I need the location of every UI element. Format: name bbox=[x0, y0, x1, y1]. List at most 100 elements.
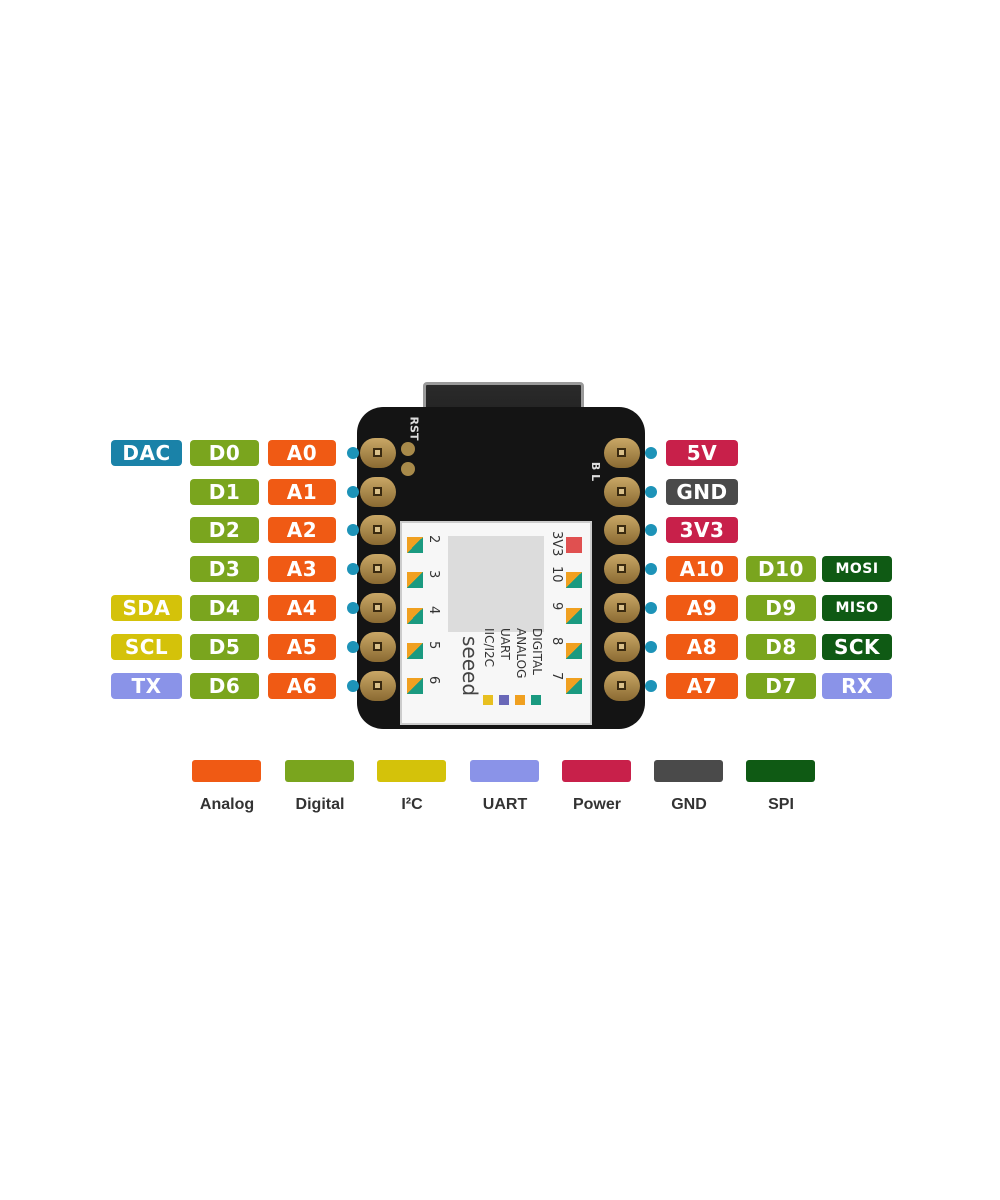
module-key-label: UART bbox=[498, 628, 512, 660]
module-pin-number: 8 bbox=[549, 637, 564, 646]
module-pin-square bbox=[407, 537, 423, 553]
legend-swatch-gnd bbox=[654, 760, 723, 782]
rst-label: RST bbox=[407, 416, 421, 441]
module-pin-number: 9 bbox=[549, 602, 564, 611]
pin-pad bbox=[360, 671, 396, 701]
module-pin-square bbox=[407, 643, 423, 659]
module-pin-number: 3 bbox=[426, 570, 441, 579]
pin-label-a1: A1 bbox=[268, 479, 336, 505]
pin-dot bbox=[347, 447, 359, 459]
pin-label-a10: A10 bbox=[666, 556, 738, 582]
legend-label-gnd: GND bbox=[671, 796, 707, 813]
pin-dot bbox=[645, 602, 657, 614]
pin-pad bbox=[604, 515, 640, 545]
pin-pad bbox=[604, 438, 640, 468]
module-pin-square bbox=[566, 608, 582, 624]
pin-label-d4: D4 bbox=[190, 595, 259, 621]
pin-label-scl: SCL bbox=[111, 634, 182, 660]
module-pin-number: 5 bbox=[426, 641, 441, 650]
pin-pad bbox=[360, 554, 396, 584]
pin-label-rx: RX bbox=[822, 673, 892, 699]
pin-label-dac: DAC bbox=[111, 440, 182, 466]
legend-label-i2c: I²C bbox=[401, 796, 423, 813]
pin-label-a4: A4 bbox=[268, 595, 336, 621]
pin-pad bbox=[360, 515, 396, 545]
pin-dot bbox=[347, 486, 359, 498]
pin-label-d7: D7 bbox=[746, 673, 816, 699]
pin-pad bbox=[604, 477, 640, 507]
pin-label-d0: D0 bbox=[190, 440, 259, 466]
led-label: B L bbox=[589, 461, 603, 482]
legend-swatch-power bbox=[562, 760, 631, 782]
legend-label-spi: SPI bbox=[768, 796, 794, 813]
pin-dot bbox=[645, 447, 657, 459]
module-key-swatch bbox=[531, 695, 541, 705]
module-pin-square bbox=[566, 678, 582, 694]
rst-pad bbox=[401, 462, 415, 476]
pin-label-sck: SCK bbox=[822, 634, 892, 660]
pin-dot bbox=[645, 680, 657, 692]
brand-logo: seeed bbox=[458, 636, 482, 697]
pin-dot bbox=[645, 524, 657, 536]
module-pin-square bbox=[407, 678, 423, 694]
pin-label-gnd: GND bbox=[666, 479, 738, 505]
pin-label-d8: D8 bbox=[746, 634, 816, 660]
pin-label-a6: A6 bbox=[268, 673, 336, 699]
module-pin-square bbox=[566, 537, 582, 553]
pin-pad bbox=[360, 593, 396, 623]
pin-label-3v3: 3V3 bbox=[666, 517, 738, 543]
pin-label-d3: D3 bbox=[190, 556, 259, 582]
module-pin-square bbox=[407, 572, 423, 588]
legend-swatch-spi bbox=[746, 760, 815, 782]
pin-dot bbox=[645, 641, 657, 653]
pin-label-d1: D1 bbox=[190, 479, 259, 505]
module-pin-square bbox=[407, 608, 423, 624]
module-pin-number: 2 bbox=[426, 535, 441, 544]
pin-pad bbox=[604, 593, 640, 623]
pin-pad bbox=[360, 477, 396, 507]
legend-swatch-analog bbox=[192, 760, 261, 782]
pin-dot bbox=[645, 563, 657, 575]
module-key-label: DIGITAL bbox=[530, 628, 544, 675]
pin-pad bbox=[360, 632, 396, 662]
module-pin-number: 3V3 bbox=[549, 531, 564, 557]
module-pin-square bbox=[566, 643, 582, 659]
pin-label-a5: A5 bbox=[268, 634, 336, 660]
pin-label-a0: A0 bbox=[268, 440, 336, 466]
legend-label-uart: UART bbox=[482, 796, 528, 813]
pin-label-d5: D5 bbox=[190, 634, 259, 660]
module-pin-square bbox=[566, 572, 582, 588]
pin-dot bbox=[347, 680, 359, 692]
pin-dot bbox=[347, 641, 359, 653]
module-key-label: IIC/I2C bbox=[482, 628, 496, 668]
pin-label-a3: A3 bbox=[268, 556, 336, 582]
module-pin-number: 6 bbox=[426, 676, 441, 685]
legend-swatch-i2c bbox=[377, 760, 446, 782]
module-pin-number: 7 bbox=[549, 672, 564, 681]
module-pin-number: 4 bbox=[426, 606, 441, 615]
pin-label-a7: A7 bbox=[666, 673, 738, 699]
pin-dot bbox=[347, 602, 359, 614]
pin-pad bbox=[360, 438, 396, 468]
pin-label-d10: D10 bbox=[746, 556, 816, 582]
legend-swatch-uart bbox=[470, 760, 539, 782]
legend-swatch-digital bbox=[285, 760, 354, 782]
rst-pad bbox=[401, 442, 415, 456]
module-pin-number: 10 bbox=[549, 566, 564, 583]
pin-label-miso: MISO bbox=[822, 595, 892, 621]
pin-label-a9: A9 bbox=[666, 595, 738, 621]
pin-dot bbox=[645, 486, 657, 498]
pin-dot bbox=[347, 524, 359, 536]
pin-label-d9: D9 bbox=[746, 595, 816, 621]
pin-label-sda: SDA bbox=[111, 595, 182, 621]
legend-label-analog: Analog bbox=[199, 796, 255, 813]
pin-pad bbox=[604, 671, 640, 701]
module-key-swatch bbox=[483, 695, 493, 705]
legend-label-power: Power bbox=[572, 796, 621, 813]
module-key-label: ANALOG bbox=[514, 628, 528, 679]
pin-label-tx: TX bbox=[111, 673, 182, 699]
pin-label-a8: A8 bbox=[666, 634, 738, 660]
pin-pad bbox=[604, 632, 640, 662]
module-key-swatch bbox=[515, 695, 525, 705]
pin-label-d2: D2 bbox=[190, 517, 259, 543]
